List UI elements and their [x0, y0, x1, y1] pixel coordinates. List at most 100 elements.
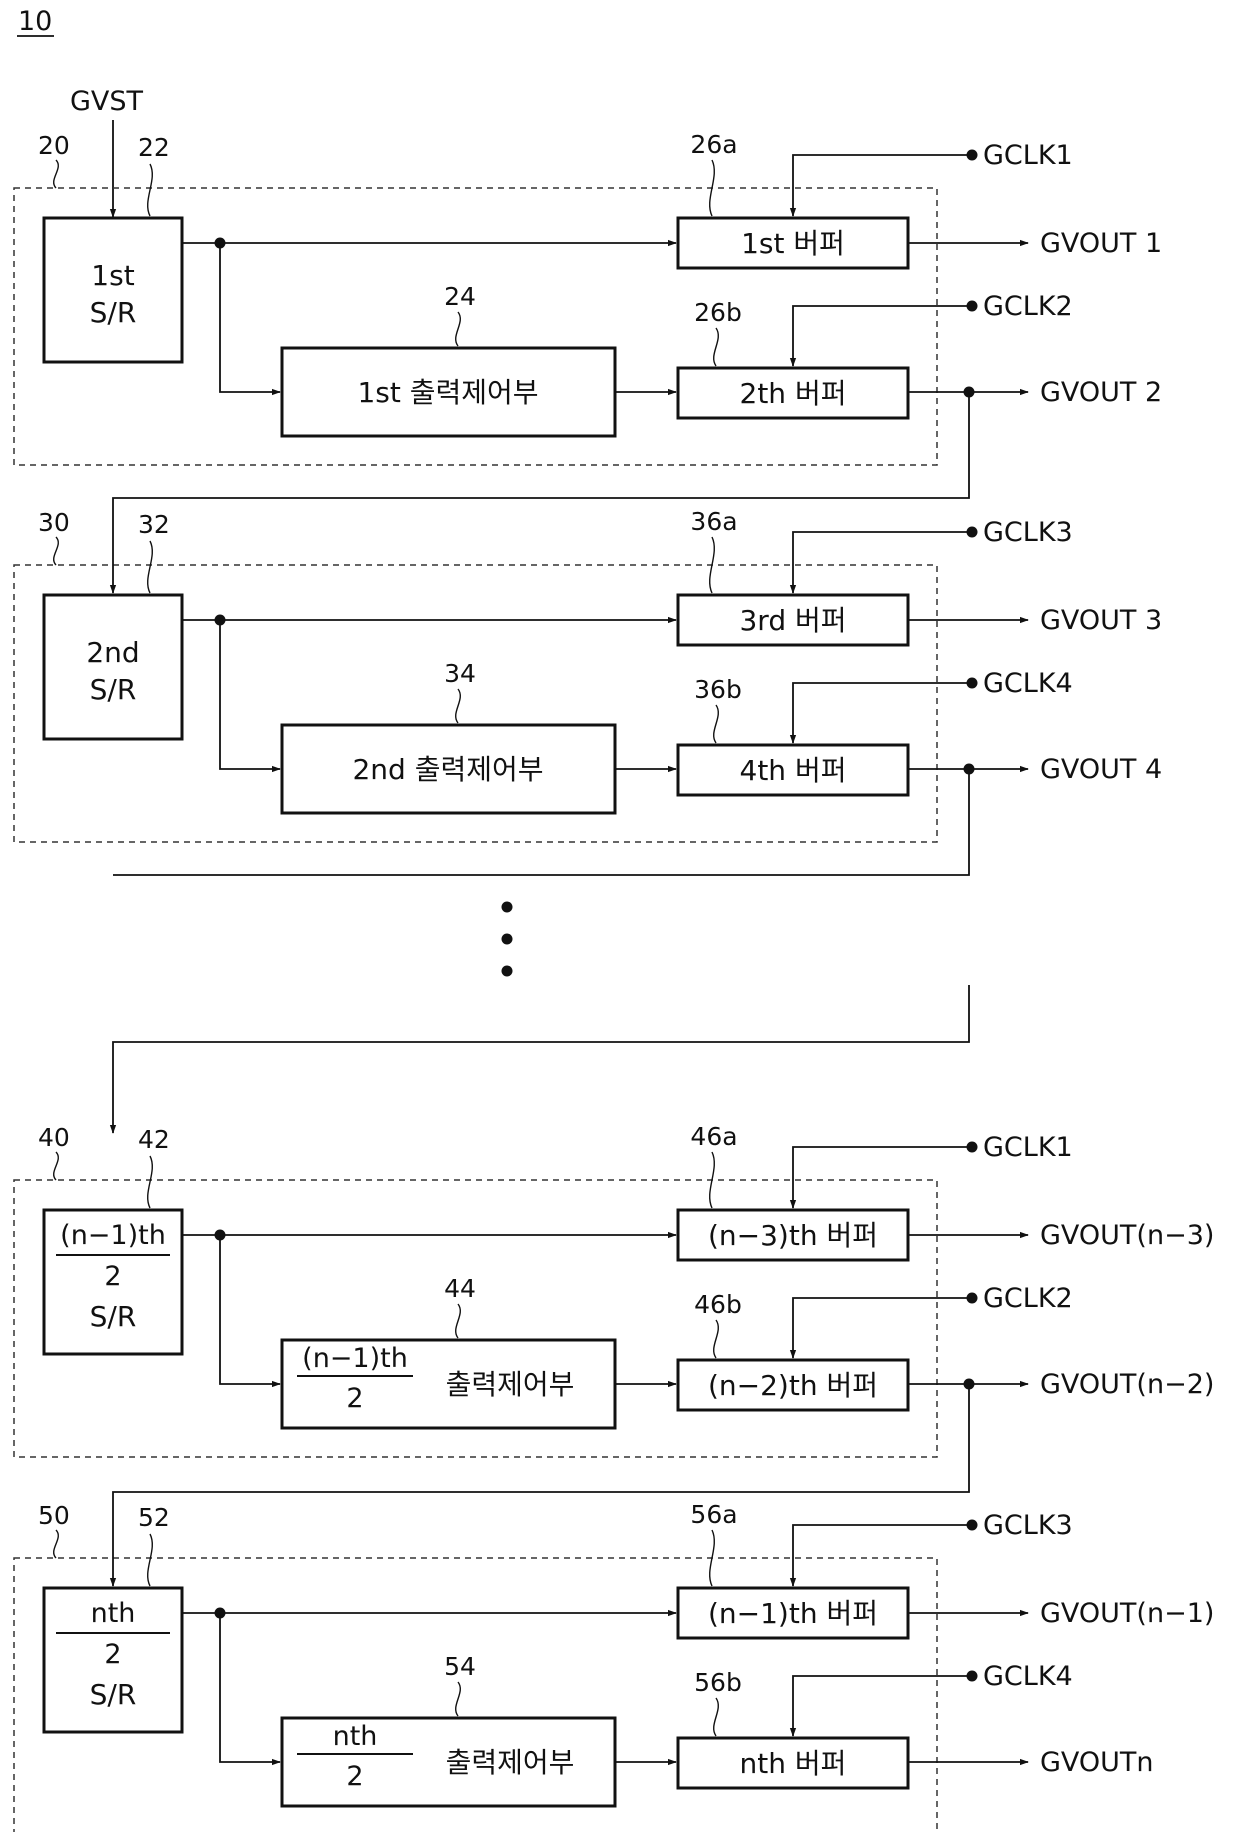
clock-a-label: GCLK3 [983, 1510, 1073, 1541]
output-a-label: GVOUT 1 [1040, 228, 1162, 259]
output-a-label: GVOUT(n−1) [1040, 1598, 1214, 1629]
group-ref-numeral: 30 [38, 508, 70, 537]
wire-clock-a [793, 1147, 972, 1208]
output-b-label: GVOUT 4 [1040, 754, 1162, 785]
wire-sr-to-output-control [220, 620, 280, 769]
continuation-dot [502, 902, 513, 913]
shift-register-ref-numeral: 22 [138, 133, 170, 162]
group-20: 1stS/R1st 출력제어부1st 버퍼2th 버퍼GCLK1GCLK2GVO… [14, 130, 1162, 465]
clock-b-label: GCLK2 [983, 1283, 1073, 1314]
continuation-dot [502, 934, 513, 945]
buffer-a-label: 3rd 버퍼 [739, 604, 846, 637]
group-ref-leader [54, 1530, 59, 1558]
buffer-a-ref-numeral: 26a [690, 130, 737, 159]
shift-register-numerator: (n−1)th [60, 1220, 166, 1251]
output-control-label: 1st 출력제어부 [357, 376, 538, 409]
groups-layer: 1stS/R1st 출력제어부1st 버퍼2th 버퍼GCLK1GCLK2GVO… [14, 130, 1214, 1832]
input-signal-label: GVST [70, 86, 144, 117]
wire-sr-to-output-control [220, 1613, 280, 1762]
buffer-b-ref-leader [714, 328, 719, 366]
output-control-numerator: nth [333, 1721, 378, 1752]
output-control-denominator: 2 [346, 1383, 363, 1414]
group-ref-numeral: 20 [38, 131, 70, 160]
shift-register-ref-numeral: 42 [138, 1125, 170, 1154]
shift-register-ref-numeral: 52 [138, 1503, 170, 1532]
group-50: nth2S/Rnth2출력제어부(n−1)th 버퍼nth 버퍼GCLK3GCL… [14, 1500, 1214, 1832]
buffer-b-label: (n−2)th 버퍼 [708, 1369, 878, 1402]
buffer-a-ref-numeral: 36a [690, 507, 737, 536]
buffer-b-label: 2th 버퍼 [740, 377, 847, 410]
shift-register-denominator: 2 [104, 1261, 121, 1292]
output-control-label: 2nd 출력제어부 [352, 753, 543, 786]
buffer-b-ref-numeral: 56b [694, 1668, 742, 1697]
shift-register-ref-leader [148, 164, 153, 216]
group-ref-numeral: 40 [38, 1123, 70, 1152]
wire-clock-a [793, 532, 972, 593]
buffer-b-ref-leader [714, 1320, 719, 1358]
clock-a-label: GCLK1 [983, 140, 1073, 171]
clock-a-label: GCLK1 [983, 1132, 1073, 1163]
shift-register-denominator: 2 [104, 1639, 121, 1670]
shift-register-label: S/R [90, 673, 137, 706]
shift-register-ref-leader [148, 1156, 153, 1208]
wire-sr-to-output-control [220, 1235, 280, 1384]
output-b-label: GVOUTn [1040, 1747, 1154, 1778]
buffer-b-ref-numeral: 36b [694, 675, 742, 704]
cascade-wire-in-to-3 [113, 985, 969, 1133]
shift-register-label: 2nd [86, 636, 139, 669]
shift-register-numerator: nth [91, 1598, 136, 1629]
shift-register-ref-leader [148, 1534, 153, 1586]
output-control-ref-numeral: 34 [444, 659, 476, 688]
figure-ref: 10 [18, 6, 52, 37]
buffer-a-ref-numeral: 56a [690, 1500, 737, 1529]
buffer-b-ref-numeral: 46b [694, 1290, 742, 1319]
shift-register-label: 1st [91, 259, 134, 292]
shift-register-ref-leader [148, 541, 153, 593]
buffer-b-ref-leader [714, 705, 719, 743]
buffer-b-ref-numeral: 26b [694, 298, 742, 327]
buffer-b-ref-leader [714, 1698, 719, 1736]
clock-b-label: GCLK4 [983, 1661, 1073, 1692]
wire-clock-b [793, 1676, 972, 1736]
output-control-ref-leader [456, 1304, 461, 1338]
output-control-ref-numeral: 44 [444, 1274, 476, 1303]
buffer-b-label: nth 버퍼 [740, 1747, 847, 1780]
wire-clock-a [793, 155, 972, 216]
wire-clock-b [793, 1298, 972, 1358]
group-ref-leader [54, 1152, 59, 1180]
group-ref-leader [54, 537, 59, 565]
group-ref-numeral: 50 [38, 1501, 70, 1530]
wire-sr-to-output-control [220, 243, 280, 392]
continuation-dot [502, 966, 513, 977]
group-30: 2ndS/R2nd 출력제어부3rd 버퍼4th 버퍼GCLK3GCLK4GVO… [14, 507, 1162, 842]
output-a-label: GVOUT(n−3) [1040, 1220, 1214, 1251]
output-control-ref-numeral: 54 [444, 1652, 476, 1681]
clock-b-label: GCLK2 [983, 291, 1073, 322]
buffer-a-ref-numeral: 46a [690, 1122, 737, 1151]
wire-clock-b [793, 306, 972, 366]
output-control-suffix: 출력제어부 [446, 1746, 575, 1779]
clock-a-label: GCLK3 [983, 517, 1073, 548]
buffer-a-label: 1st 버퍼 [741, 227, 845, 260]
output-control-ref-leader [456, 1682, 461, 1716]
output-b-label: GVOUT(n−2) [1040, 1369, 1214, 1400]
wire-clock-a [793, 1525, 972, 1586]
output-a-label: GVOUT 3 [1040, 605, 1162, 636]
buffer-a-label: (n−3)th 버퍼 [708, 1219, 878, 1252]
group-40: (n−1)th2S/R(n−1)th2출력제어부(n−3)th 버퍼(n−2)t… [14, 1122, 1214, 1457]
output-control-ref-leader [456, 312, 461, 346]
buffer-a-label: (n−1)th 버퍼 [708, 1597, 878, 1630]
shift-register-suffix: S/R [90, 1678, 137, 1711]
output-control-ref-numeral: 24 [444, 282, 476, 311]
output-control-denominator: 2 [346, 1761, 363, 1792]
group-ref-leader [54, 160, 59, 188]
output-b-label: GVOUT 2 [1040, 377, 1162, 408]
buffer-b-label: 4th 버퍼 [740, 754, 847, 787]
shift-register-label: S/R [90, 296, 137, 329]
output-control-suffix: 출력제어부 [446, 1368, 575, 1401]
shift-register-ref-numeral: 32 [138, 510, 170, 539]
shift-register-suffix: S/R [90, 1300, 137, 1333]
clock-b-label: GCLK4 [983, 668, 1073, 699]
output-control-numerator: (n−1)th [302, 1343, 408, 1374]
